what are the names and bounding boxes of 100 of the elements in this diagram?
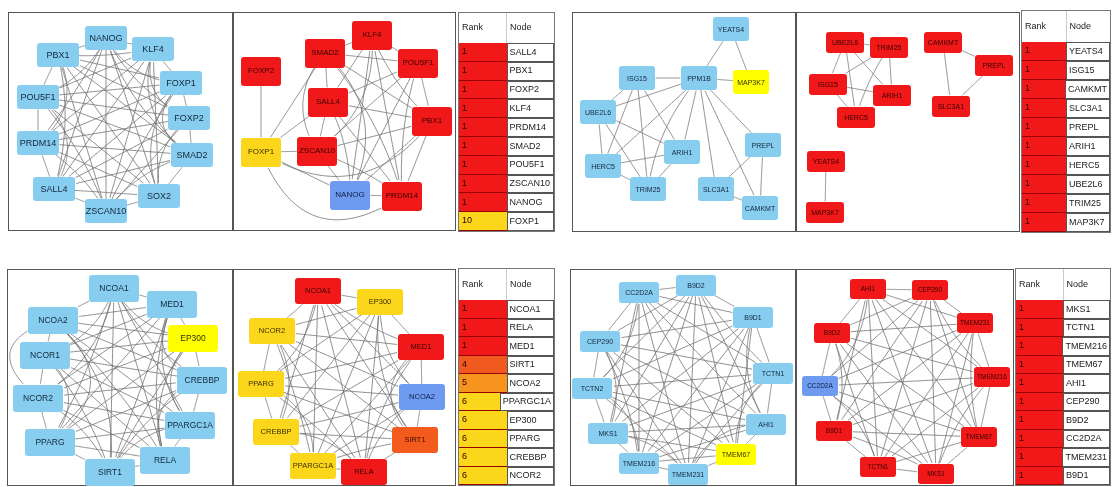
gene-name-cell: MKS1: [1063, 300, 1110, 319]
interaction-line: [62, 61, 145, 177]
interaction-line: [728, 156, 751, 178]
interaction-line: [183, 94, 187, 107]
interaction-line: [648, 302, 757, 414]
interaction-line: [947, 447, 968, 464]
interaction-line: [655, 77, 681, 79]
interaction-line: [760, 157, 763, 196]
interaction-line: [63, 402, 165, 421]
rank-cell: 6: [459, 448, 507, 467]
interaction-line: [59, 57, 132, 89]
interaction-line: [416, 409, 421, 428]
interaction-line: [348, 71, 398, 94]
interaction-line: [647, 328, 745, 452]
interaction-line: [701, 295, 761, 414]
interaction-line: [157, 129, 177, 185]
interaction-line: [608, 302, 631, 331]
interaction-line: [69, 340, 169, 353]
interaction-line: [134, 465, 141, 467]
interaction-line: [66, 333, 157, 447]
rank-cell: 1: [1022, 175, 1066, 194]
interaction-line: [746, 327, 761, 414]
interaction-line: [290, 444, 299, 454]
column-header: Node: [1068, 19, 1092, 33]
interaction-line: [63, 382, 177, 396]
interaction-line: [299, 402, 399, 427]
interaction-line: [280, 344, 356, 459]
interaction-line: [153, 61, 159, 184]
rank-cell: 1: [1022, 118, 1066, 137]
interaction-line: [338, 67, 366, 180]
gene-name-cell: TMEM231: [1062, 448, 1110, 467]
interaction-line: [735, 40, 747, 71]
interaction-line: [109, 302, 115, 458]
interaction-line: [692, 327, 749, 464]
gene-node: PBX1: [412, 106, 452, 136]
interaction-line: [384, 452, 395, 460]
gene-name-cell: ISG15: [1066, 61, 1110, 80]
rank-cell: 10: [459, 212, 507, 231]
interaction-line: [980, 386, 991, 428]
interaction-line: [838, 377, 974, 386]
rank-cell: 5: [459, 374, 507, 393]
interaction-line: [606, 398, 678, 464]
interaction-line: [605, 123, 641, 178]
interaction-line: [658, 163, 672, 178]
interaction-line: [75, 129, 168, 178]
interaction-line: [180, 317, 185, 325]
interaction-line: [55, 368, 106, 459]
interaction-line: [420, 359, 423, 385]
interaction-line: [612, 391, 746, 421]
interaction-line: [716, 79, 734, 81]
interaction-line: [882, 299, 978, 367]
gene-name-cell: UBE2L6: [1066, 175, 1110, 194]
gene-node: SOX2: [138, 184, 180, 208]
interaction-line: [618, 443, 629, 453]
interaction-line: [66, 333, 91, 429]
interaction-line: [656, 302, 756, 363]
interaction-line: [295, 341, 399, 387]
interaction-line: [109, 50, 156, 184]
interaction-line: [637, 89, 648, 178]
interaction-line: [884, 332, 969, 458]
interaction-line: [59, 84, 160, 96]
interaction-line: [658, 467, 669, 470]
interaction-line: [58, 121, 169, 140]
gene-name-cell: YEATS4: [1066, 42, 1110, 61]
interaction-line: [875, 299, 972, 427]
gene-name-cell: NCOA1: [506, 300, 554, 319]
gene-name-cell: FOXP1: [506, 212, 554, 231]
interaction-line: [174, 438, 181, 447]
interaction-line: [170, 351, 182, 412]
interaction-line: [295, 308, 357, 325]
interaction-line: [116, 161, 172, 200]
interaction-line: [641, 302, 686, 464]
interaction-line: [57, 368, 69, 429]
interaction-line: [333, 409, 402, 454]
interaction-line: [714, 295, 735, 307]
interaction-line: [57, 317, 153, 385]
interaction-line: [158, 351, 182, 447]
interaction-line: [977, 332, 990, 368]
gene-node: PPARGC1A: [165, 411, 215, 439]
interaction-line: [68, 95, 167, 177]
interaction-line: [74, 427, 166, 440]
interaction-line: [368, 409, 404, 460]
rank-cell: 1: [1022, 99, 1066, 118]
interaction-line: [658, 429, 747, 458]
gene-name-cell: KLF4: [506, 99, 554, 119]
gene-node: PRDM14: [382, 181, 422, 211]
interaction-line: [60, 411, 103, 459]
interaction-line: [284, 396, 314, 453]
interaction-line: [850, 323, 957, 333]
interaction-line: [288, 343, 399, 428]
interaction-line: [654, 383, 758, 453]
interaction-line: [189, 129, 192, 144]
interaction-line: [47, 333, 51, 342]
interaction-line: [118, 393, 181, 459]
interaction-line: [157, 392, 177, 447]
interaction-line: [737, 327, 752, 444]
interaction-line: [933, 299, 976, 428]
gene-node: NCOR2: [13, 384, 63, 412]
gene-name-cell: NANOG: [506, 193, 554, 213]
rank-cell: 1: [1022, 61, 1066, 80]
